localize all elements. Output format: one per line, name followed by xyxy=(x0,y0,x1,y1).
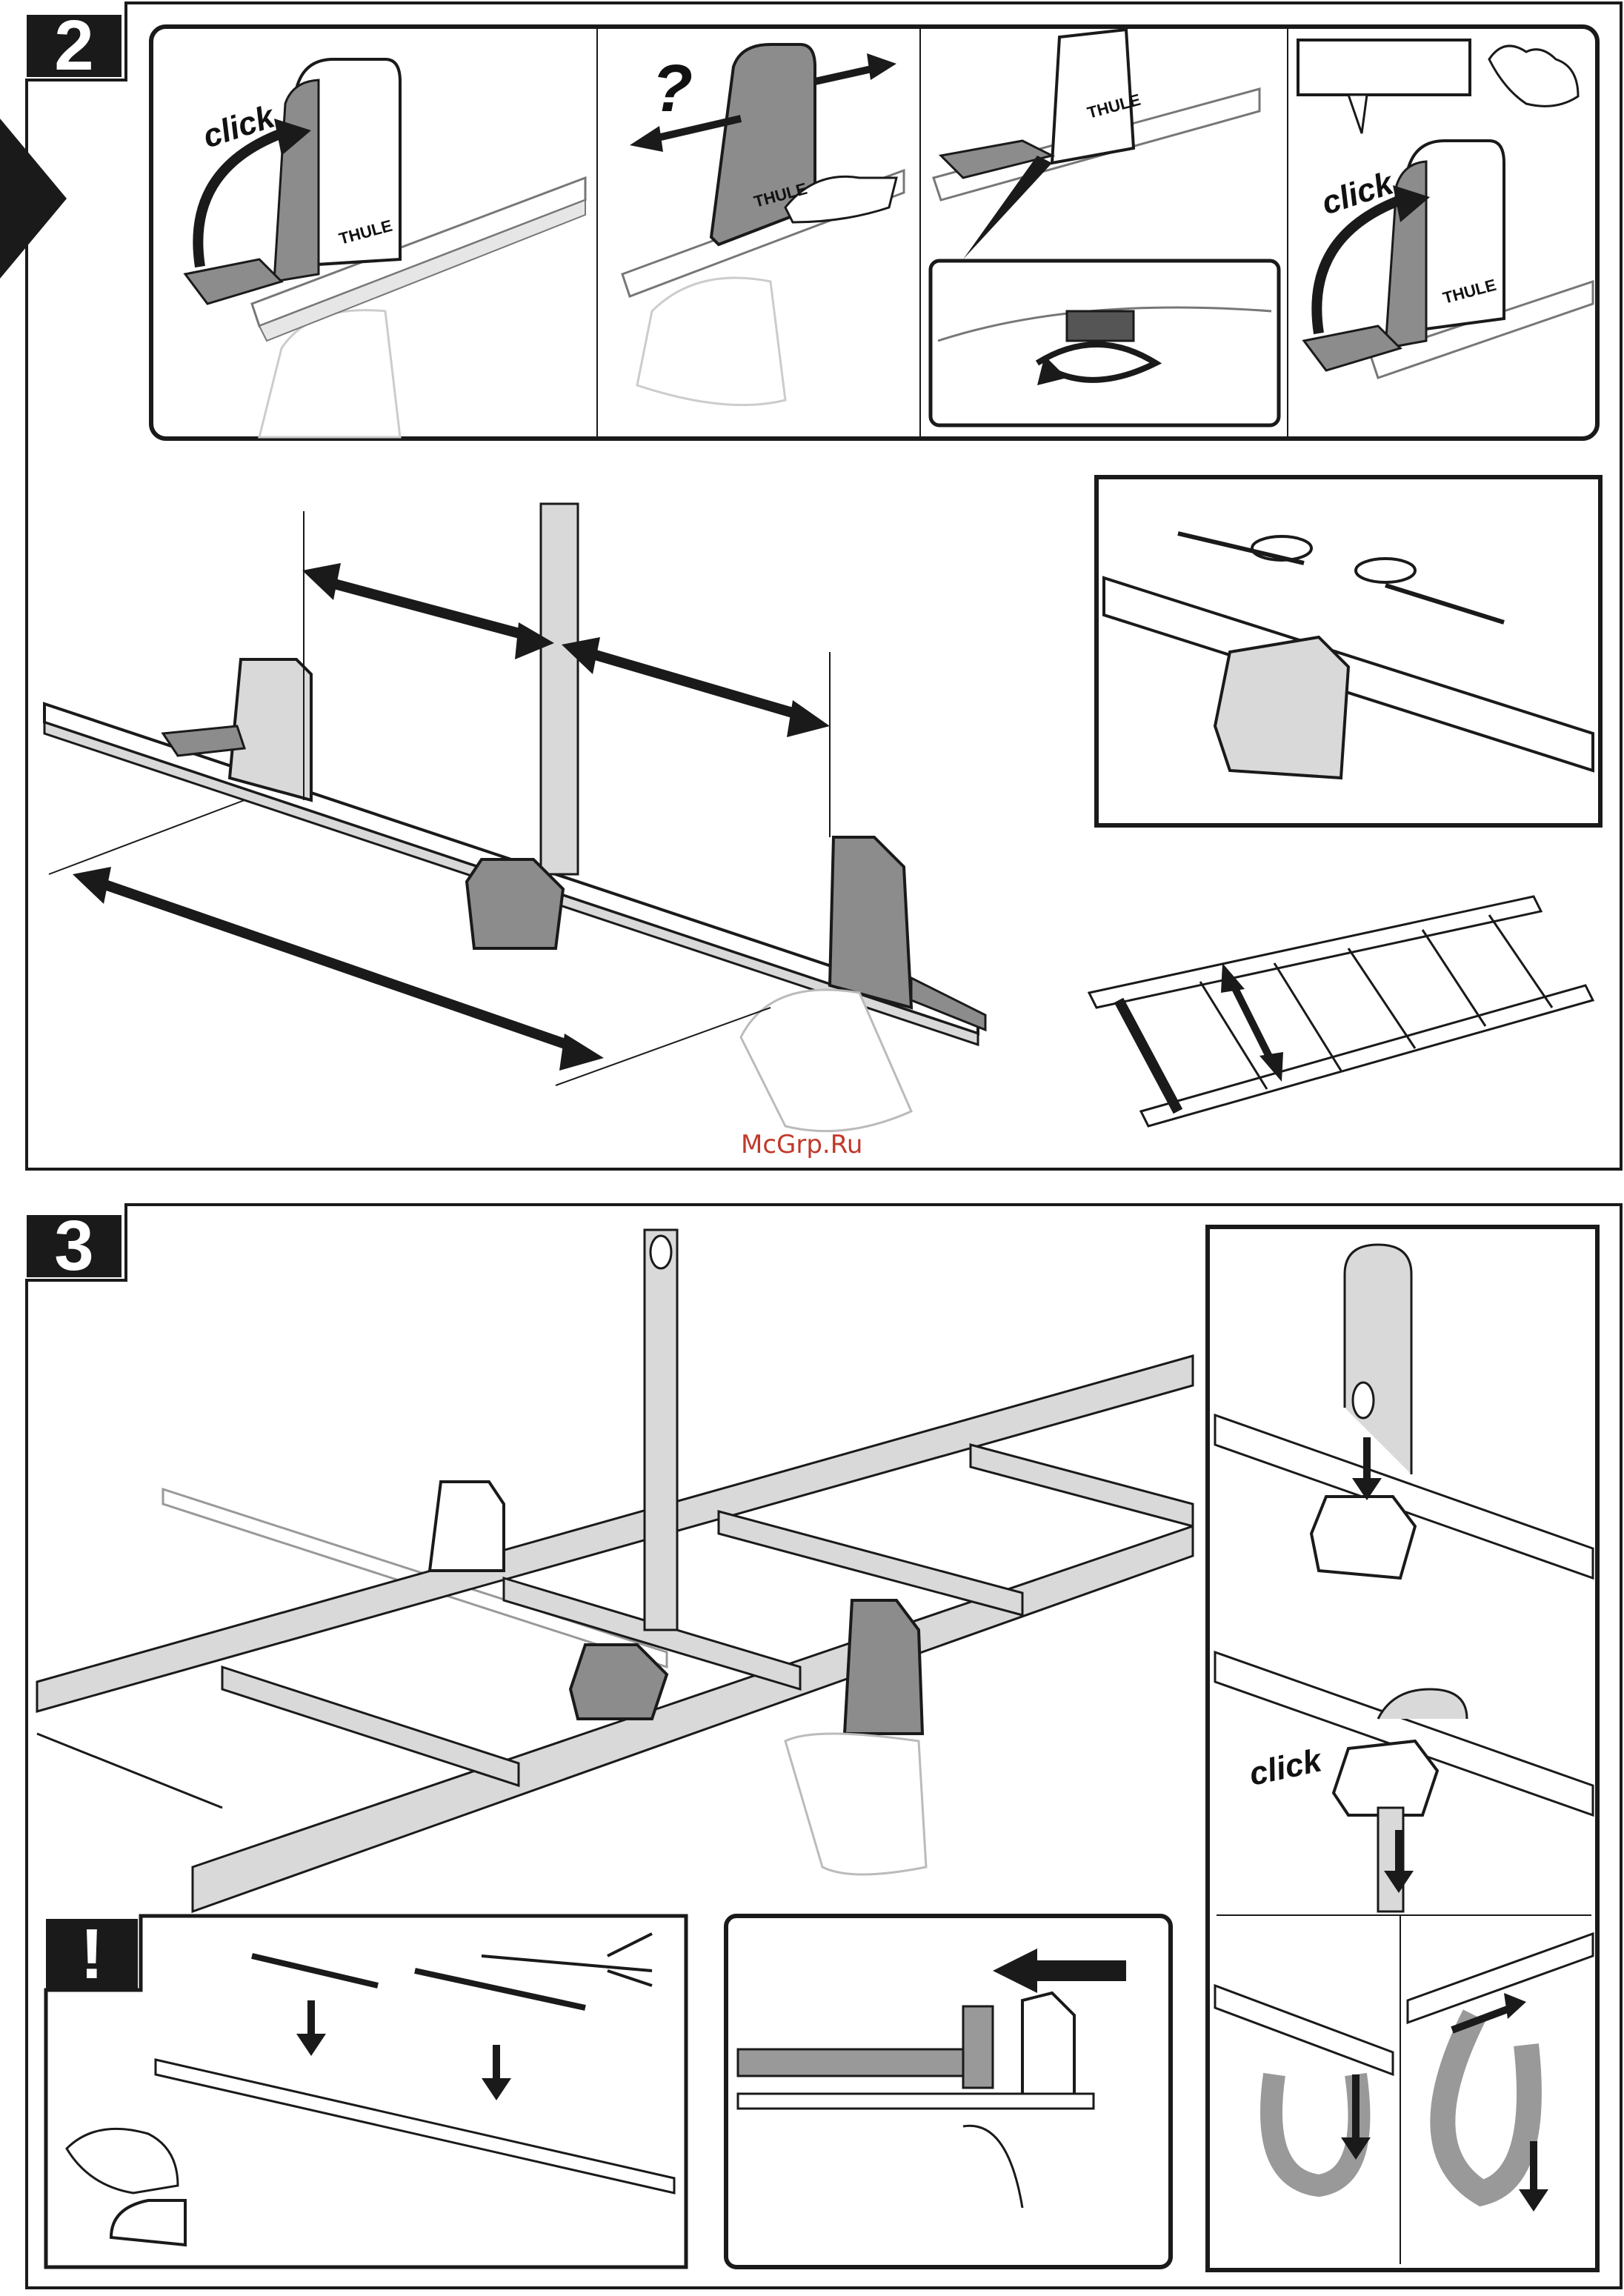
panel-slide-stop: ? THULE xyxy=(622,44,904,405)
ladder-on-rack xyxy=(37,1230,1193,1911)
upright-strap-post xyxy=(645,1230,677,1630)
main-bar-measurement xyxy=(44,504,985,1131)
play-arrow-icon xyxy=(0,119,67,279)
step-2-section: click THULE ? THULE THULE xyxy=(0,3,1621,1169)
panel-fasten-knob: THULE xyxy=(931,30,1279,425)
panel-load-stop-click: click THULE xyxy=(185,59,585,437)
panel-tighten-strong: click THULE xyxy=(1298,40,1593,378)
step-3-badge: 3 xyxy=(27,1215,122,1277)
step-3-section: click xyxy=(27,1205,1621,2288)
click-label: click xyxy=(199,98,281,156)
click-label: click xyxy=(1317,164,1400,222)
ladder-rung-spacing xyxy=(1089,896,1593,1126)
watermark: McGrp.Ru xyxy=(741,1130,862,1159)
strap-sequence-panel: click xyxy=(1208,1227,1597,2270)
upright-post xyxy=(541,504,578,874)
clamp-tighten-inset xyxy=(1096,477,1600,825)
flexed-arm-icon xyxy=(1489,46,1578,106)
side-view-stop-panel xyxy=(726,1916,1171,2267)
warning-trim-panel xyxy=(46,1916,686,2267)
question-mark: ? xyxy=(652,52,693,126)
warning-badge: ! xyxy=(46,1919,138,1990)
speech-bubble xyxy=(1298,40,1470,95)
step-2-badge: 2 xyxy=(27,15,122,77)
